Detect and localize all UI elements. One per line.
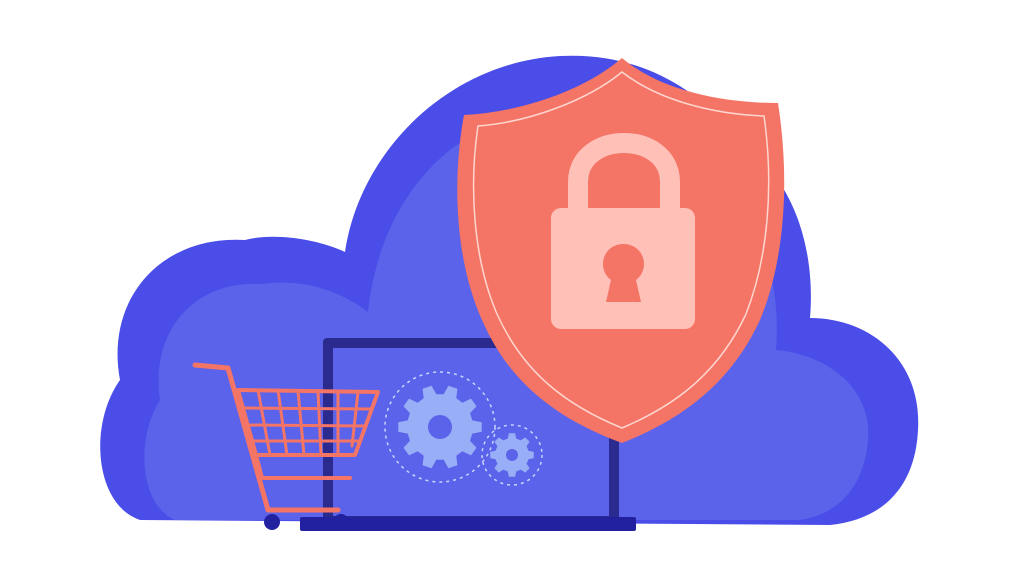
cart-handle	[192, 362, 341, 513]
cart-wheel	[333, 514, 349, 530]
shield-outline	[472, 71, 770, 429]
cart-basket	[236, 388, 380, 457]
laptop-base	[300, 517, 636, 531]
gear-icon-small	[481, 424, 543, 486]
gear-hub	[428, 415, 452, 439]
keyhole-icon	[602, 243, 645, 302]
cart-wheel	[264, 514, 280, 530]
padlock-icon	[551, 133, 695, 329]
cart-grid	[241, 388, 374, 457]
gear-ring	[481, 424, 543, 486]
cart-support	[254, 453, 352, 480]
gear-hub	[506, 449, 518, 461]
gear-ring	[384, 371, 496, 483]
shield-icon	[457, 58, 785, 443]
shopping-cart-icon	[192, 362, 380, 513]
gear-icon-large	[384, 371, 496, 483]
padlock-shackle	[568, 133, 680, 215]
cart-wheels	[264, 514, 349, 530]
laptop	[300, 338, 636, 531]
